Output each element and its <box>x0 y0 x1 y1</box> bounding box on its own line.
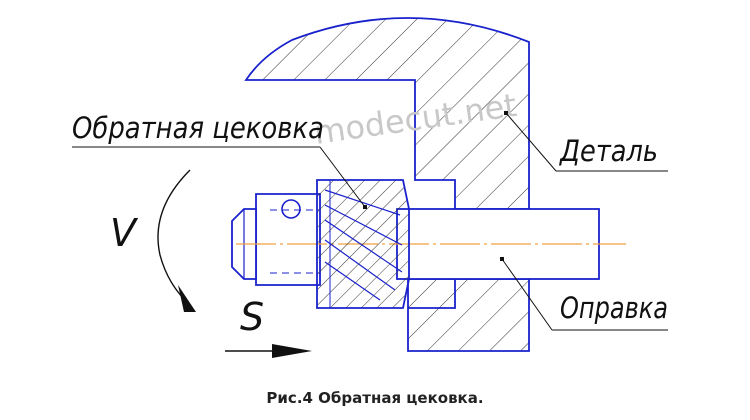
counterbore-label: Обратная цековка <box>72 111 324 145</box>
part-leader <box>504 111 668 172</box>
feed-label: S <box>240 295 264 339</box>
pin-hole <box>281 199 301 219</box>
part-label: Деталь <box>558 134 658 168</box>
arbor-label: Оправка <box>560 291 668 325</box>
velocity-label: V <box>110 211 139 255</box>
rotation-arrow <box>157 169 196 312</box>
feed-arrow <box>225 344 312 358</box>
arbor-leader <box>500 257 668 331</box>
part-body <box>244 17 530 352</box>
figure-caption: Рис.4 Обратная цековка. <box>266 389 483 407</box>
arbor <box>231 193 626 286</box>
counterbore-cutter <box>316 179 410 309</box>
part-lower-section <box>407 278 530 352</box>
part-upper-section <box>244 17 530 210</box>
counterbore-leader <box>72 146 367 209</box>
